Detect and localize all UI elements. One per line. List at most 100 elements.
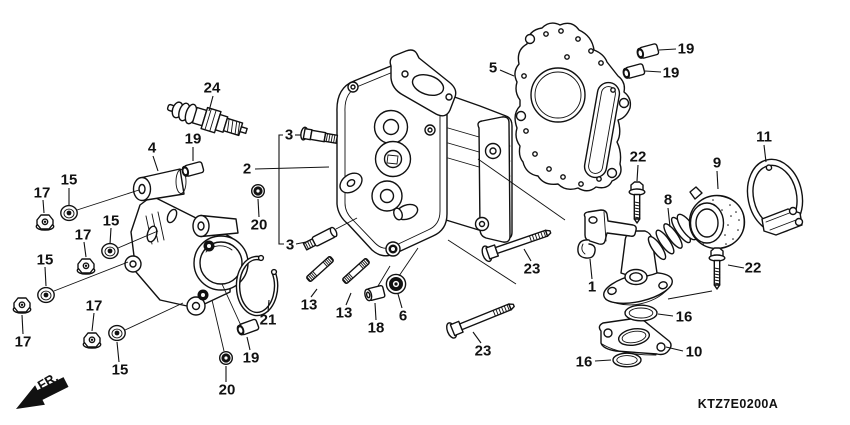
assembly-line: [335, 217, 358, 230]
stud-bolt-left: [305, 255, 335, 283]
washer-4: [108, 324, 126, 342]
callout-17: 17: [34, 185, 51, 202]
callout-22: 22: [745, 260, 762, 277]
spacer: [364, 284, 386, 302]
callout-24: 24: [204, 80, 221, 97]
flange-nut-3: [12, 297, 32, 314]
leader-line: [42, 199, 45, 214]
callout-13: 13: [301, 297, 318, 314]
flange-bolt-upper: [628, 181, 646, 224]
spark-plug: [166, 101, 248, 137]
flange-nut-2: [76, 258, 96, 275]
leader-line: [658, 48, 677, 51]
stud-bolt-right: [341, 257, 371, 285]
leader-line: [665, 346, 684, 352]
callout-17: 17: [15, 334, 32, 351]
leader-line: [345, 292, 352, 306]
leader-line: [83, 241, 87, 258]
leader-line: [472, 331, 482, 344]
intake-manifold: [603, 213, 698, 306]
leader-line: [716, 170, 719, 190]
leader-line: [208, 95, 214, 112]
assembly-line: [124, 302, 184, 331]
callout-1: 1: [588, 279, 596, 296]
callout-17: 17: [75, 227, 92, 244]
dowel-pin-top-right-1: [634, 42, 660, 61]
leader-line: [374, 302, 377, 321]
flange-bolt-lower: [708, 247, 726, 290]
o-ring-lower: [612, 352, 642, 368]
callout-4: 4: [148, 140, 157, 157]
callout-5: 5: [489, 60, 497, 77]
head-gasket: [514, 22, 632, 192]
leader-line: [644, 70, 662, 73]
callout-22: 22: [630, 149, 647, 166]
leader-line: [589, 258, 593, 280]
callout-19: 19: [185, 131, 202, 148]
washer-2: [101, 242, 119, 260]
leader-line: [636, 164, 639, 182]
stay-bracket: [577, 209, 637, 259]
dowel-pin-cover: [179, 160, 205, 179]
callout-20: 20: [251, 217, 268, 234]
leader-line: [254, 166, 330, 170]
leader-line: [523, 248, 532, 262]
tube-clamp-band: [746, 158, 804, 236]
assembly-line: [667, 290, 713, 300]
assembly-line: [477, 158, 566, 221]
callout-16: 16: [576, 354, 593, 371]
assembly-line: [53, 261, 129, 292]
callout-3: 3: [285, 127, 293, 144]
callout-15: 15: [103, 213, 120, 230]
washer-3: [37, 286, 55, 304]
callout-15: 15: [112, 362, 129, 379]
grommet-lower: [218, 351, 234, 365]
leader-line: [310, 288, 318, 298]
insulator: [688, 186, 746, 250]
gasket-bolt-holes: [521, 28, 616, 187]
leader-line: [267, 299, 270, 313]
leader-line: [397, 293, 403, 309]
callout-19: 19: [678, 41, 695, 58]
cap-nut-upper: [300, 126, 339, 144]
washer-1: [60, 204, 78, 222]
assembly-line: [398, 247, 419, 277]
callout-23: 23: [475, 343, 492, 360]
leader-line: [116, 341, 120, 363]
callout-2: 2: [243, 161, 251, 178]
fr-arrow-icon: [16, 377, 69, 409]
leader-line: [657, 313, 674, 317]
callout-23: 23: [524, 261, 541, 278]
callout-15: 15: [37, 252, 54, 269]
leader-line: [257, 198, 260, 218]
callout-11: 11: [756, 129, 772, 146]
callout-19: 19: [663, 65, 680, 82]
circlip: [235, 254, 279, 317]
leader-line: [763, 144, 767, 163]
assembly-line: [447, 239, 517, 285]
assembly-line: [76, 189, 140, 211]
diagram-part-code: KTZ7E0200A: [698, 397, 778, 411]
leader-line: [727, 264, 745, 269]
callout-8: 8: [664, 192, 672, 209]
cap-nut-lower: [302, 226, 338, 251]
leader-line: [44, 266, 47, 287]
callout-21: 21: [260, 312, 277, 329]
leader-line: [152, 155, 159, 172]
leader-line: [278, 134, 284, 245]
leader-line: [667, 207, 671, 228]
insulator-gasket: [598, 317, 672, 356]
dowel-pin-top-right-2: [620, 62, 646, 81]
flange-nut-1: [35, 214, 55, 231]
cylinder-head-cover: [124, 168, 249, 316]
callout-10: 10: [686, 344, 703, 361]
callout-16: 16: [676, 309, 693, 326]
leader-line: [295, 241, 307, 245]
callout-20: 20: [219, 382, 236, 399]
callout-19: 19: [243, 350, 260, 367]
assembly-line: [211, 299, 225, 352]
insulator-texture: [702, 199, 740, 245]
callout-15: 15: [61, 172, 78, 189]
